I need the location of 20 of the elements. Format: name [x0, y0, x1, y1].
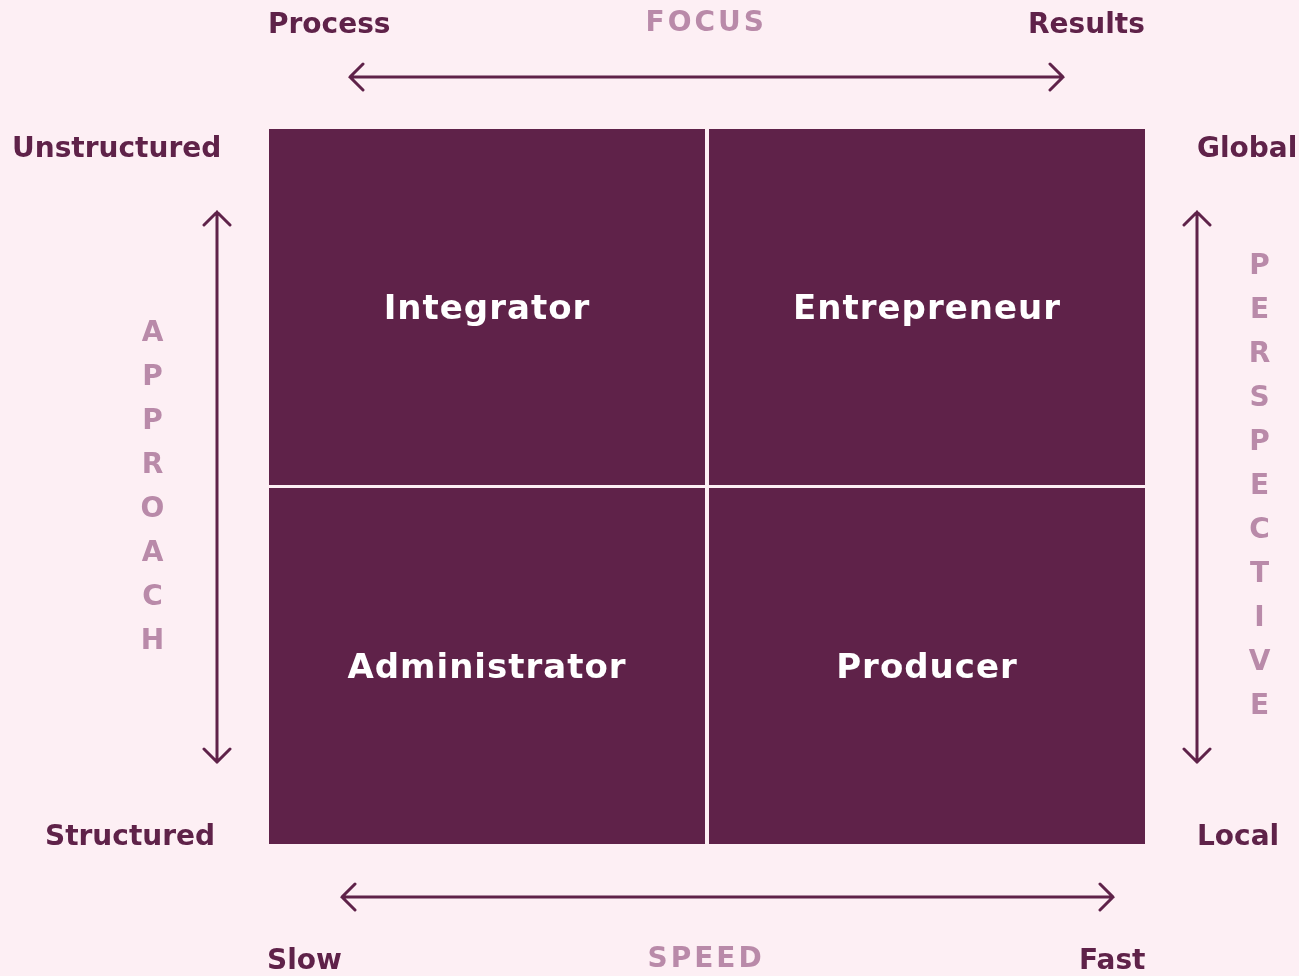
axis-end-label: Fast — [1079, 944, 1146, 976]
quadrant-label: Entrepreneur — [793, 287, 1061, 327]
quadrant-label: Integrator — [383, 287, 591, 327]
quadrant-label: Producer — [836, 646, 1018, 686]
axis-title: PERSPECTIVE — [1243, 248, 1275, 732]
quadrant-box — [709, 129, 1145, 485]
axis-title: APPROACH — [136, 315, 168, 667]
quadrant-box — [269, 488, 705, 844]
axis-title: SPEED — [647, 942, 765, 974]
axis-end-label: Slow — [267, 944, 342, 976]
axis-end-label: Structured — [45, 820, 216, 852]
axis-end-label: Unstructured — [12, 132, 222, 164]
axis-title: FOCUS — [645, 6, 767, 38]
quadrant-box — [269, 129, 705, 485]
axis-end-label: Local — [1197, 820, 1280, 852]
axis-end-label: Process — [268, 8, 391, 40]
axis-end-label: Results — [1028, 8, 1145, 40]
axis-end-label: Global — [1197, 132, 1298, 164]
quadrant-label: Administrator — [347, 646, 627, 686]
quadrant-box — [709, 488, 1145, 844]
